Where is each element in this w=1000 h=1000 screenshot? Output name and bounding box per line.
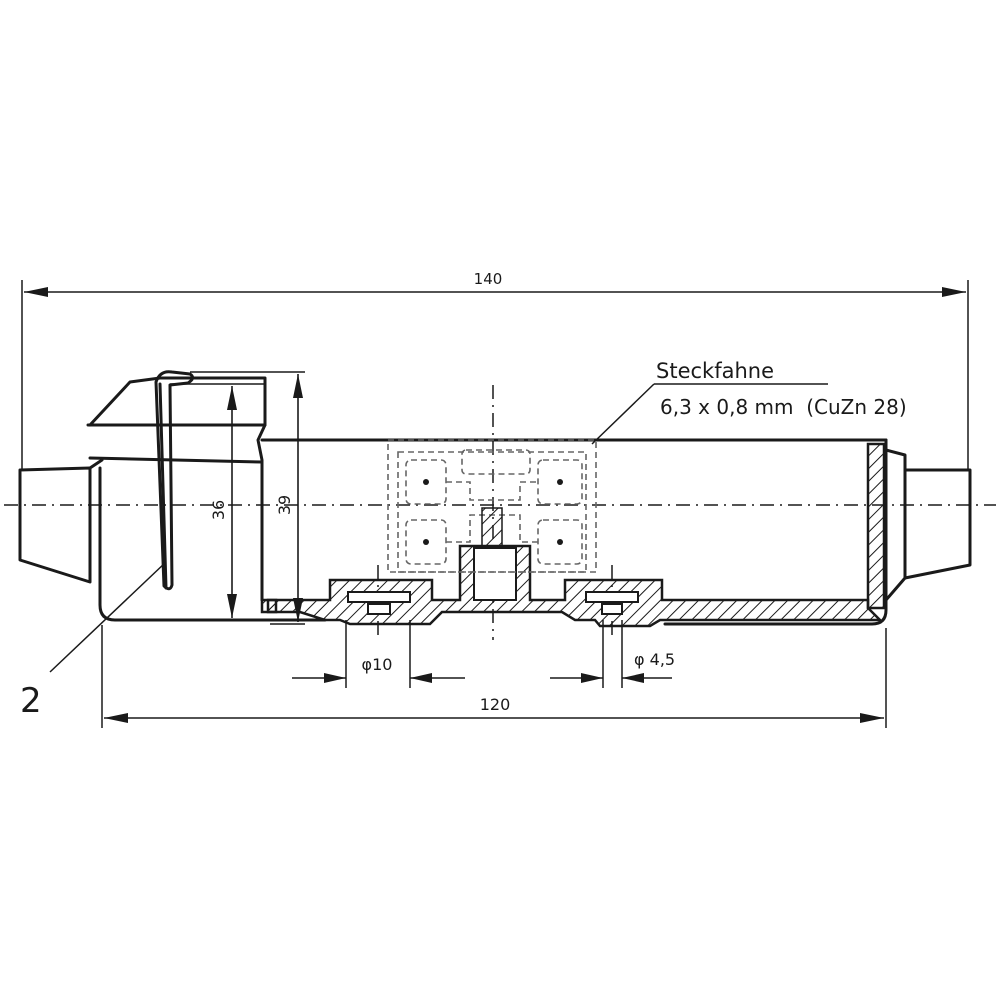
spring-clip <box>154 370 195 591</box>
housing-wall-section-right <box>866 442 886 610</box>
dimension-overall-length: 140 <box>21 270 969 470</box>
housing-floor-section <box>266 544 884 628</box>
boss-center-inner <box>473 547 517 601</box>
plug-tab-label: Steckfahne <box>656 359 774 383</box>
dimension-height-outer-label: 39 <box>275 495 294 515</box>
boss-right-hole <box>601 603 623 615</box>
leader-plug-tab: Steckfahne 6,3 x 0,8 mm (CuZn 28) <box>591 359 907 445</box>
dimension-hole-small: φ 4,5 <box>550 620 675 688</box>
boss-left-inner <box>347 591 411 603</box>
dimension-body-length: 120 <box>101 625 887 728</box>
boss-left-hole <box>367 603 391 615</box>
dimension-hole-large-label: φ10 <box>362 655 393 674</box>
housing-wall-section-left <box>260 598 278 614</box>
dimension-hole-small-label: φ 4,5 <box>634 650 675 669</box>
dimension-overall-length-label: 140 <box>474 270 503 288</box>
part-number-label: 2 <box>20 681 42 721</box>
dimension-height-inner-label: 36 <box>209 500 228 520</box>
left-cable-stub <box>18 458 104 584</box>
leader-part-number: 2 <box>20 561 167 721</box>
dimension-body-length-label: 120 <box>480 695 511 714</box>
dimension-height-inner: 36 <box>170 383 270 621</box>
boss-right-inner <box>585 591 639 603</box>
right-cable-stub <box>884 448 972 602</box>
plug-tab-spec: 6,3 x 0,8 mm (CuZn 28) <box>660 395 907 419</box>
plug-tab-outline <box>387 439 597 573</box>
dimension-height-outer: 39 <box>190 371 305 625</box>
dimension-hole-large: φ10 <box>292 620 465 688</box>
